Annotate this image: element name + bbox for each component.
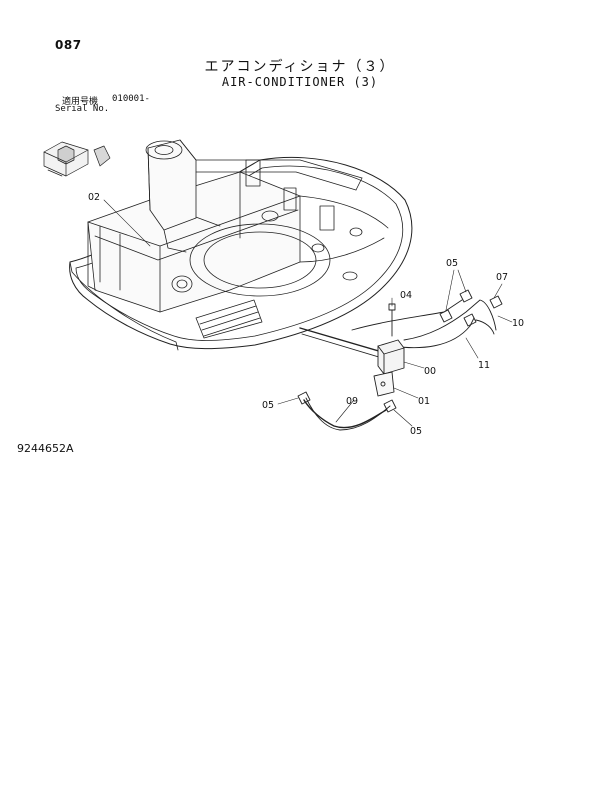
- callout-02: 02: [88, 192, 100, 203]
- callout-labels: 02 04 05 07 10 11 00 01 05 09 05: [88, 192, 524, 437]
- hose-assembly: [297, 289, 503, 431]
- callout-10: 10: [512, 318, 524, 329]
- callout-05-left: 05: [262, 400, 274, 411]
- callout-00: 00: [424, 366, 436, 377]
- page-number: 087: [55, 38, 82, 52]
- callout-04: 04: [400, 290, 412, 301]
- drawing-number: 9244652A: [17, 442, 74, 455]
- serial-label-english: Serial No.: [55, 104, 110, 114]
- callout-05-right: 05: [410, 426, 422, 437]
- revolving-frame: [69, 139, 413, 351]
- callout-07: 07: [496, 272, 508, 283]
- callout-09: 09: [346, 396, 358, 407]
- callout-11: 11: [478, 360, 490, 371]
- serial-value: 010001-: [112, 94, 150, 104]
- page-title-japanese: エアコンディショナ（３）: [204, 59, 396, 75]
- callout-01: 01: [418, 396, 430, 407]
- page-title-english: AIR-CONDITIONER (3): [221, 75, 379, 89]
- serial-label-japanese: 適用号機: [62, 97, 99, 107]
- callout-05-upper: 05: [446, 258, 458, 269]
- orientation-icon: [43, 141, 111, 177]
- leader-lines: [103, 199, 513, 427]
